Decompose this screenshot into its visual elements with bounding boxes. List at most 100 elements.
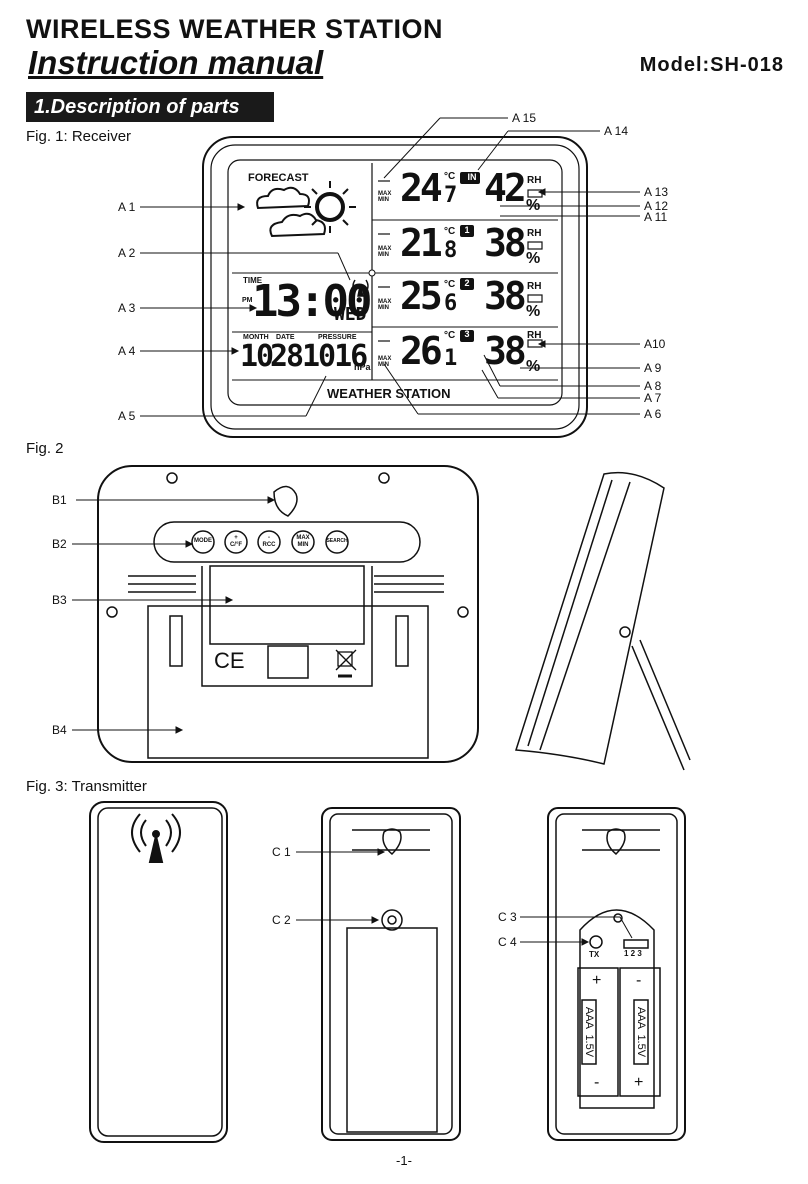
callout-a14: A 14: [604, 124, 629, 138]
document-title: WIRELESS WEATHER STATION: [26, 14, 443, 44]
temperature-int: 24: [400, 166, 443, 210]
battery-text-left: AAA 1.5V: [583, 1006, 595, 1058]
celsius-unit: °C: [444, 226, 456, 237]
rcc-button[interactable]: - RCC: [262, 535, 276, 548]
temperature-int: 25: [400, 274, 443, 318]
month-label: MONTH: [243, 334, 269, 341]
humidity-value: 38: [484, 221, 527, 265]
transmitter-illustration: [89, 801, 686, 1143]
humidity-value: 38: [484, 274, 527, 318]
battery-text-right: AAA 1.5V: [635, 1006, 647, 1058]
date-value: 28: [270, 339, 304, 374]
percent-sign: %: [526, 358, 541, 375]
max-min-button[interactable]: MAX MIN: [296, 535, 310, 548]
percent-sign: %: [526, 250, 541, 267]
humidity-value: 38: [484, 329, 527, 373]
channel-badge: 3: [464, 329, 470, 339]
temperature-int: 21: [400, 221, 443, 265]
signal-icon: [352, 279, 369, 297]
fig1-caption: Fig. 1: Receiver: [26, 128, 132, 145]
page-number: -1-: [396, 1153, 412, 1168]
document-subtitle: Instruction manual: [28, 44, 324, 81]
callout-a8: A 8: [644, 379, 662, 393]
battery-minus-right: -: [636, 972, 642, 989]
rh-label: RH: [527, 228, 542, 239]
callout-c2: C 2: [272, 913, 291, 927]
mode-button[interactable]: MODE: [194, 538, 212, 544]
forecast-label: FORECAST: [248, 172, 309, 184]
callout-a15: A 15: [512, 111, 537, 125]
callout-a5: A 5: [118, 409, 136, 423]
percent-sign: %: [526, 197, 541, 214]
callout-a10: A10: [644, 337, 666, 351]
fig3-caption: Fig. 3: Transmitter: [26, 778, 147, 795]
celsius-unit: °C: [444, 279, 456, 290]
callout-b2: B2: [52, 537, 67, 551]
temperature-int: 26: [400, 329, 443, 373]
temperature-dec: 6: [444, 291, 458, 316]
callout-a2: A 2: [118, 246, 136, 260]
weekday: WED: [334, 304, 367, 325]
callout-c1: C 1: [272, 845, 291, 859]
callout-a3: A 3: [118, 301, 136, 315]
rh-label: RH: [527, 330, 542, 341]
pressure-value: 1016: [302, 339, 368, 374]
pressure-label: PRESSURE: [318, 334, 357, 341]
temperature-dec: 7: [444, 183, 458, 208]
callout-a6: A 6: [644, 407, 662, 421]
callout-c3: C 3: [498, 910, 517, 924]
humidity-value: 42: [484, 166, 527, 210]
fig2-caption: Fig. 2: [26, 440, 64, 457]
receiver-side-illustration: [514, 471, 691, 771]
callout-a11: A 11: [644, 210, 668, 224]
section-heading: 1.Description of parts: [26, 92, 274, 122]
cloud-icon: [256, 186, 326, 238]
ce-mark: CE: [214, 648, 245, 673]
search-button[interactable]: SEARCH: [326, 538, 348, 544]
callout-b3: B3: [52, 593, 67, 607]
callout-b4: B4: [52, 723, 67, 737]
callout-a9: A 9: [644, 361, 662, 375]
receiver-back-illustration: [97, 465, 479, 763]
unit-button[interactable]: + C/°F: [229, 535, 243, 548]
callout-c4: C 4: [498, 935, 517, 949]
channel-badge: IN: [467, 172, 477, 182]
tx-label: TX: [589, 950, 600, 959]
celsius-unit: °C: [444, 330, 456, 341]
recycle-bin-icon: [335, 649, 357, 678]
time-value: 13:00: [252, 276, 372, 327]
rh-label: RH: [527, 175, 542, 186]
battery-plus-left: +: [592, 972, 602, 989]
percent-sign: %: [526, 303, 541, 320]
callout-a13: A 13: [644, 185, 669, 199]
rh-label: RH: [527, 281, 542, 292]
celsius-unit: °C: [444, 171, 456, 182]
pm-label: PM: [242, 297, 253, 304]
callout-b1: B1: [52, 493, 67, 507]
battery-minus-left: -: [594, 1074, 600, 1091]
callout-a1: A 1: [118, 200, 136, 214]
date-label: DATE: [276, 334, 295, 341]
callout-a4: A 4: [118, 344, 136, 358]
channel-badge: 1: [464, 225, 470, 235]
brand-label: WEATHER STATION: [327, 386, 451, 401]
temperature-dec: 1: [444, 346, 458, 371]
temperature-dec: 8: [444, 238, 458, 263]
sun-icon: [304, 181, 356, 233]
time-label: TIME: [243, 276, 263, 285]
month-value: 10: [240, 339, 274, 374]
pressure-unit: hPa: [354, 362, 371, 372]
callout-a7: A 7: [644, 391, 662, 405]
callout-a12: A 12: [644, 199, 669, 213]
channel-badge: 2: [464, 278, 470, 288]
